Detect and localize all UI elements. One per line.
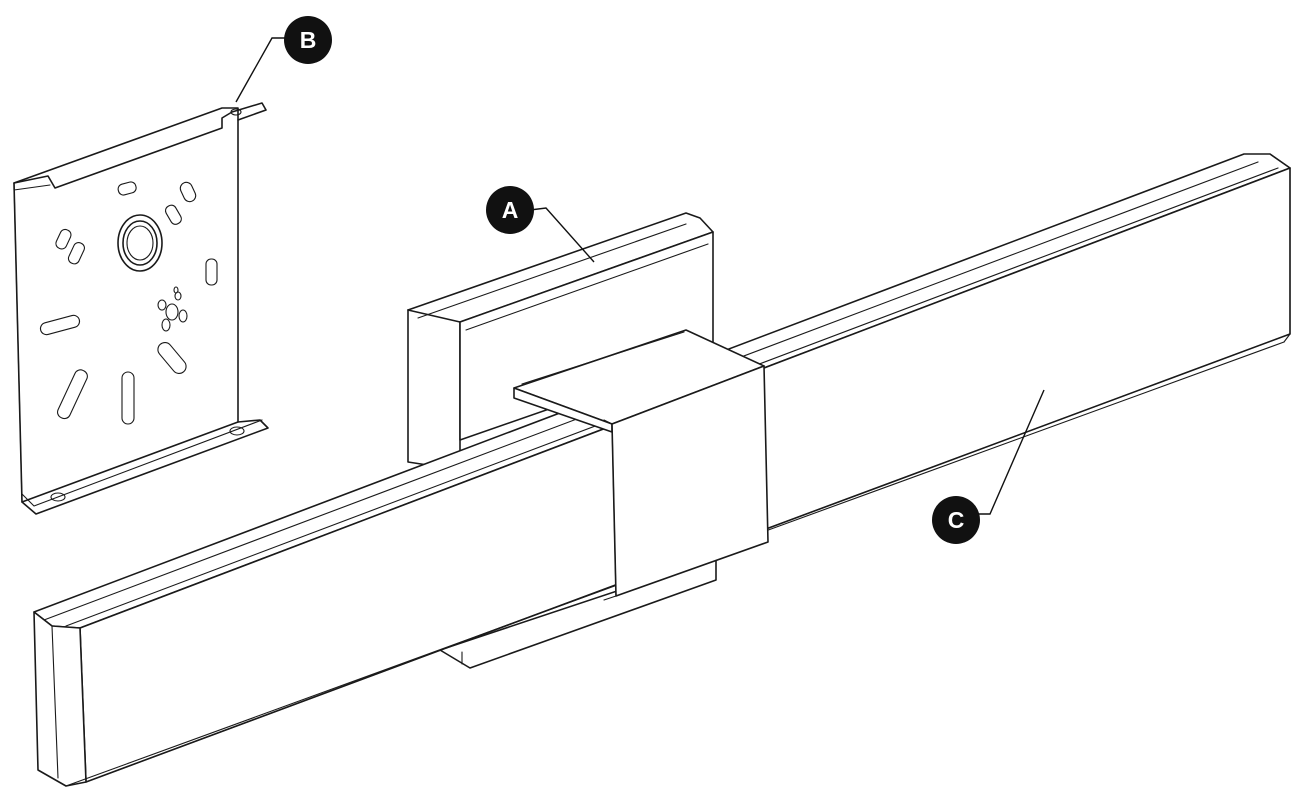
hole-cluster	[157, 286, 188, 332]
callout-b: B	[235, 16, 332, 103]
sleeve-bracket	[513, 329, 769, 601]
canopy-top-bevel	[417, 223, 687, 319]
callout-c-leader	[974, 389, 1045, 515]
callout-c-label: C	[948, 507, 965, 533]
sleeve-top-edge	[521, 331, 685, 385]
sleeve-left-edge	[603, 419, 617, 601]
plate-left-edge	[13, 182, 23, 503]
canopy-left-side	[407, 309, 461, 471]
mounting-plate	[13, 102, 269, 515]
callout-b-bubble	[284, 16, 332, 64]
callout-b-label: B	[300, 27, 317, 53]
plate-bottom-flange-inner	[21, 419, 263, 507]
bar-end-cap	[33, 611, 87, 787]
screw-right	[229, 426, 245, 436]
bar-right-end	[1269, 153, 1291, 343]
callout-a-bubble	[486, 186, 534, 234]
callout-c: C	[932, 389, 1045, 544]
callout-a: A	[486, 186, 595, 263]
callout-c-bubble	[932, 496, 980, 544]
plate-bottom-flange	[21, 419, 269, 515]
bar-end-cap-line	[51, 625, 59, 779]
canopy-front-bevel	[465, 243, 709, 331]
callout-b-leader	[235, 37, 292, 103]
callout-a-label: A	[502, 197, 519, 223]
plate-top-flange	[13, 102, 267, 189]
plate-face	[13, 107, 239, 503]
callout-a-leader	[529, 207, 595, 263]
top-slot-hole	[230, 108, 242, 116]
screw-left	[50, 492, 66, 502]
plate-slots	[39, 181, 218, 425]
center-knockout	[117, 214, 163, 272]
